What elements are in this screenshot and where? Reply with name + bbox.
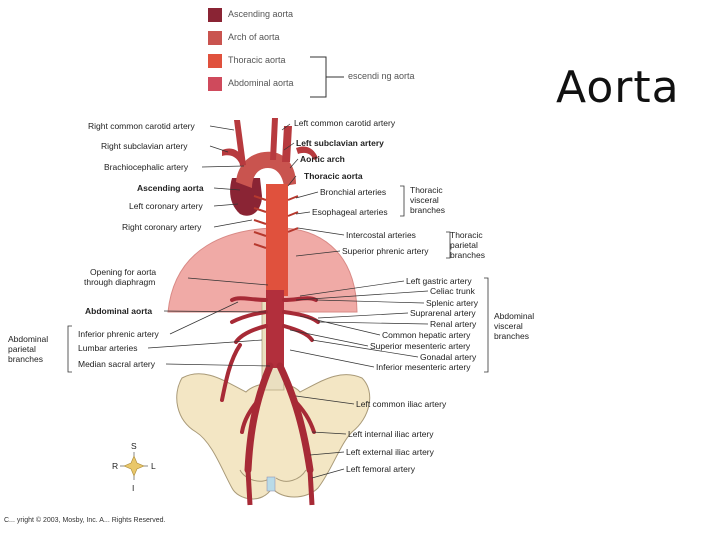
left-iliac-shape xyxy=(276,362,314,474)
label-left-coronary: Left coronary artery xyxy=(129,201,203,211)
label-bronchial: Bronchial arteries xyxy=(320,187,387,197)
aortic-arch-shape xyxy=(236,151,296,188)
label-left-femoral: Left femoral artery xyxy=(346,464,415,474)
group-abdominal-parietal-l3: branches xyxy=(8,354,43,364)
label-opening-line2: through diaphragm xyxy=(84,277,156,287)
compass-superior: S xyxy=(131,441,137,451)
legend-label-ascending: Ascending aorta xyxy=(228,9,294,19)
label-left-common-carotid: Left common carotid artery xyxy=(294,118,396,128)
label-lumbar: Lumbar arteries xyxy=(78,343,138,353)
label-median-sacral: Median sacral artery xyxy=(78,359,156,369)
abdominal-aorta-shape xyxy=(266,290,284,368)
label-right-subclavian: Right subclavian artery xyxy=(101,141,188,151)
group-thoracic-visceral-l2: visceral xyxy=(410,195,439,205)
thoracic-aorta-shape xyxy=(266,184,288,296)
label-common-hepatic: Common hepatic artery xyxy=(382,330,471,340)
label-left-external-iliac: Left external iliac artery xyxy=(346,447,434,457)
label-left-subclavian: Left subclavian artery xyxy=(296,138,384,148)
label-inferior-phrenic: Inferior phrenic artery xyxy=(78,329,159,339)
label-right-coronary: Right coronary artery xyxy=(122,222,202,232)
label-inferior-mesenteric: Inferior mesenteric artery xyxy=(376,362,471,372)
label-celiac: Celiac trunk xyxy=(430,286,475,296)
compass-left: L xyxy=(151,461,156,471)
compass-inferior: I xyxy=(132,483,135,493)
group-thoracic-visceral-l1: Thoracic xyxy=(410,185,443,195)
label-superior-phrenic: Superior phrenic artery xyxy=(342,246,429,256)
label-left-gastric: Left gastric artery xyxy=(406,276,472,286)
label-suprarenal: Suprarenal artery xyxy=(410,308,476,318)
label-brachiocephalic: Brachiocephalic artery xyxy=(104,162,189,172)
label-renal: Renal artery xyxy=(430,319,477,329)
label-ascending-aorta: Ascending aorta xyxy=(137,183,204,193)
label-gonadal: Gonadal artery xyxy=(420,352,477,362)
label-left-common-iliac: Left common iliac artery xyxy=(356,399,447,409)
legend-group-label: escendi ng aorta xyxy=(348,71,415,81)
label-left-internal-iliac: Left internal iliac artery xyxy=(348,429,434,439)
group-thoracic-visceral-l3: branches xyxy=(410,205,445,215)
group-abdominal-parietal-l1: Abdominal xyxy=(8,334,49,344)
group-thoracic-parietal-l2: parietal xyxy=(450,240,478,250)
label-opening-line1: Opening for aorta xyxy=(90,267,157,277)
legend-label-abdominal: Abdominal aorta xyxy=(228,78,294,88)
legend-swatch-arch xyxy=(208,31,222,45)
group-abdominal-visceral-l2: visceral xyxy=(494,321,523,331)
pubic-symphysis xyxy=(266,476,276,492)
label-aortic-arch: Aortic arch xyxy=(300,154,345,164)
group-abdominal-visceral: Abdominal visceral branches xyxy=(494,311,534,341)
label-abdominal-aorta: Abdominal aorta xyxy=(85,306,153,316)
group-abdominal-parietal: Abdominal parietal branches xyxy=(8,334,48,364)
group-thoracic-parietal-l1: Thoracic xyxy=(450,230,483,240)
legend-swatch-thoracic xyxy=(208,54,222,68)
group-abdominal-visceral-l1: Abdominal xyxy=(494,311,535,321)
group-thoracic-parietal: Thoracic parietal branches xyxy=(450,230,485,260)
label-superior-mesenteric: Superior mesenteric artery xyxy=(370,341,471,351)
label-intercostal: Intercostal arteries xyxy=(346,230,416,240)
group-thoracic-parietal-l3: branches xyxy=(450,250,485,260)
legend-label-thoracic: Thoracic aorta xyxy=(228,55,286,65)
ascending-aorta-shape xyxy=(230,178,262,216)
label-splenic: Splenic artery xyxy=(426,298,478,308)
legend-swatch-ascending xyxy=(208,8,222,22)
group-abdominal-visceral-l3: branches xyxy=(494,331,529,341)
legend-label-arch: Arch of aorta xyxy=(228,32,280,42)
label-esophageal: Esophageal arteries xyxy=(312,207,388,217)
group-abdominal-parietal-l2: parietal xyxy=(8,344,36,354)
label-right-common-carotid: Right common carotid artery xyxy=(88,121,195,131)
copyright: C... yright © 2003, Mosby, Inc. A... Rig… xyxy=(4,517,166,524)
legend-swatch-abdominal xyxy=(208,77,222,91)
compass-rose xyxy=(120,452,148,480)
compass-right: R xyxy=(112,461,119,471)
right-iliac-shape xyxy=(244,362,274,474)
slide-title: Aorta xyxy=(556,62,680,113)
label-thoracic-aorta: Thoracic aorta xyxy=(304,171,363,181)
group-thoracic-visceral: Thoracic visceral branches xyxy=(410,185,445,215)
